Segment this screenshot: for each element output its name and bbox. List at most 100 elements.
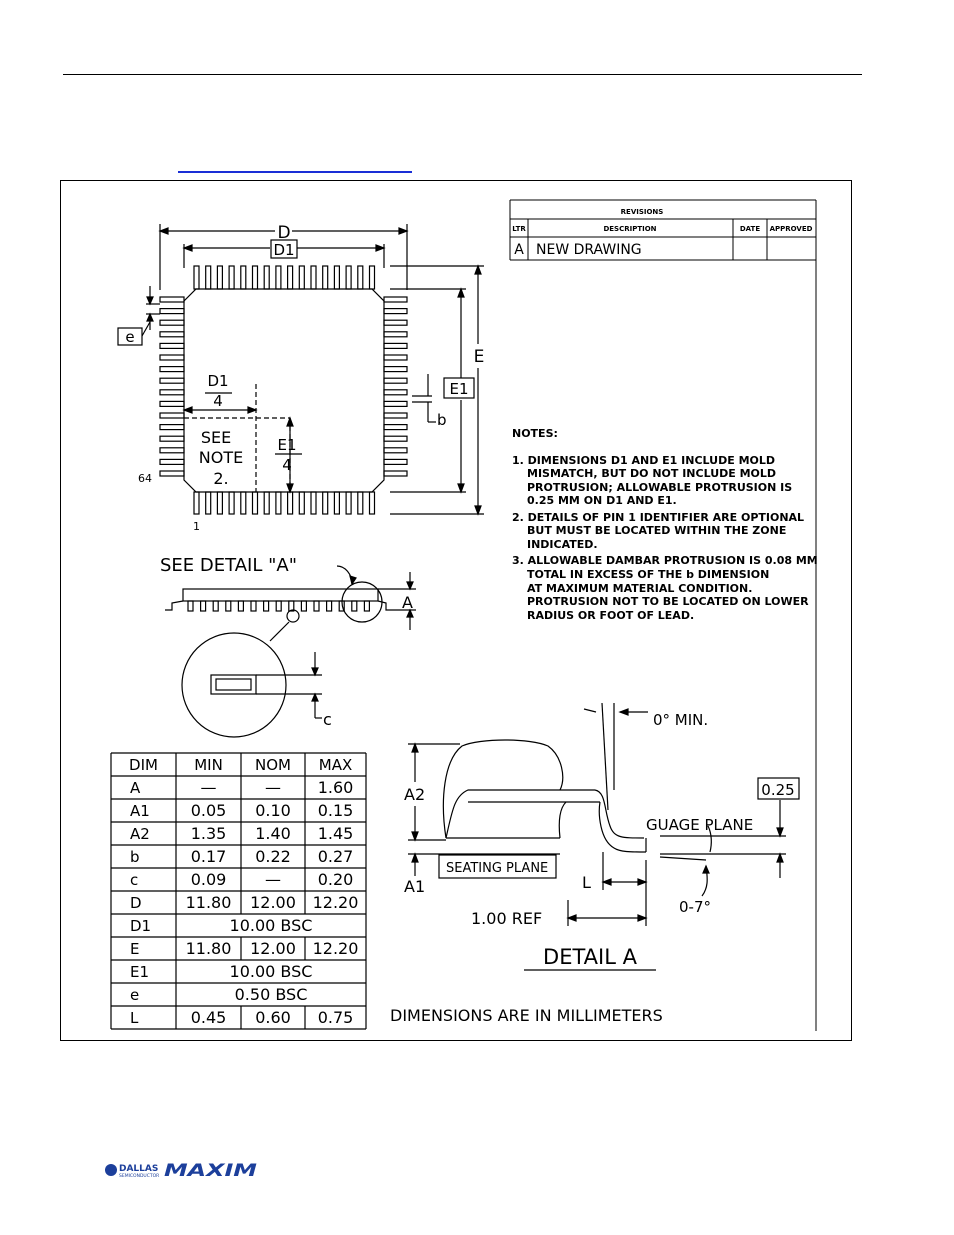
label-A: A bbox=[402, 593, 413, 612]
lead bbox=[193, 265, 200, 290]
note-1-line-3: PROTRUSION; ALLOWABLE PROTRUSION IS bbox=[527, 481, 792, 494]
side-lead bbox=[225, 600, 232, 612]
lead bbox=[159, 458, 185, 465]
note-3-line-1: 3. ALLOWABLE DAMBAR PROTRUSION IS 0.08 M… bbox=[512, 554, 818, 567]
lead bbox=[228, 265, 235, 290]
notes-title: NOTES: bbox=[512, 427, 558, 440]
dim-table-cell: A2 bbox=[130, 825, 150, 843]
lead bbox=[383, 412, 408, 419]
label-b: b bbox=[437, 411, 447, 429]
lead bbox=[383, 470, 408, 477]
label-D: D bbox=[277, 223, 290, 243]
lead bbox=[368, 491, 376, 515]
dim-table-cell: 10.00 BSC bbox=[230, 916, 313, 935]
lead bbox=[383, 354, 408, 361]
lead bbox=[368, 265, 376, 290]
dim-table-header: DIM bbox=[129, 756, 158, 774]
label-d1-quarter-num: D1 bbox=[207, 372, 228, 390]
lead bbox=[383, 296, 408, 303]
lead bbox=[383, 389, 408, 396]
lead bbox=[159, 319, 185, 326]
pin-64-label: 64 bbox=[138, 472, 152, 485]
top-view bbox=[117, 224, 484, 516]
lead bbox=[216, 265, 223, 290]
lead bbox=[287, 265, 294, 290]
rev-row-ltr: A bbox=[514, 242, 524, 258]
side-lead bbox=[263, 600, 270, 612]
label-e: e bbox=[125, 328, 134, 346]
lead bbox=[159, 308, 185, 315]
lead bbox=[333, 491, 340, 515]
lead bbox=[251, 265, 259, 290]
dim-table-cell: 0.22 bbox=[255, 847, 291, 866]
side-lead bbox=[363, 600, 370, 612]
dim-table-cell: 12.20 bbox=[313, 939, 359, 958]
dim-table-cell: 1.60 bbox=[318, 778, 354, 797]
lead bbox=[205, 265, 212, 290]
dim-table-cell: 0.20 bbox=[318, 870, 354, 889]
lead bbox=[159, 435, 185, 442]
lead bbox=[345, 265, 352, 290]
note-1-line-1: 1. DIMENSIONS D1 AND E1 INCLUDE MOLD bbox=[512, 454, 775, 467]
note-3-line-3: AT MAXIMUM MATERIAL CONDITION. bbox=[527, 582, 752, 595]
label-A1: A1 bbox=[404, 877, 425, 896]
lead bbox=[333, 265, 340, 290]
lead bbox=[251, 491, 259, 515]
lead bbox=[383, 366, 408, 373]
lead bbox=[159, 342, 185, 349]
lead bbox=[287, 491, 294, 515]
drawing-frame bbox=[60, 180, 852, 1041]
lead bbox=[159, 412, 185, 419]
rev-header-ltr: LTR bbox=[512, 225, 526, 233]
dim-table-cell: c bbox=[130, 871, 138, 889]
lead bbox=[298, 265, 305, 290]
label-A2: A2 bbox=[404, 785, 425, 804]
dim-table-header: MIN bbox=[194, 756, 223, 774]
lead bbox=[159, 389, 185, 396]
side-lead bbox=[300, 600, 307, 612]
lead bbox=[383, 342, 408, 349]
ref-label: 1.00 REF bbox=[471, 909, 542, 928]
lead bbox=[263, 265, 270, 290]
seating-plane-label: SEATING PLANE bbox=[446, 861, 548, 876]
note-3-line-2: TOTAL IN EXCESS OF THE b DIMENSION bbox=[527, 568, 769, 581]
detail-a bbox=[408, 702, 800, 971]
note-1-line-4: 0.25 MM ON D1 AND E1. bbox=[527, 494, 677, 507]
see-note-line3: 2. bbox=[213, 469, 228, 488]
lead bbox=[240, 265, 247, 290]
dim-table-cell: 0.27 bbox=[318, 847, 354, 866]
dim-table-cell: — bbox=[265, 778, 281, 797]
lead bbox=[383, 435, 408, 442]
note-3-line-5: RADIUS OR FOOT OF LEAD. bbox=[527, 609, 694, 622]
label-D1: D1 bbox=[273, 241, 294, 259]
note-3-line-4: PROTRUSION NOT TO BE LOCATED ON LOWER bbox=[527, 595, 809, 608]
dim-table-cell: 0.05 bbox=[191, 801, 227, 820]
dim-table-cell: 11.80 bbox=[186, 893, 232, 912]
lead bbox=[193, 491, 200, 515]
dim-table-cell: — bbox=[265, 870, 281, 889]
lead bbox=[383, 447, 408, 454]
lead bbox=[205, 491, 212, 515]
dim-table-cell: 0.75 bbox=[318, 1008, 354, 1027]
pin-1-label: 1 bbox=[193, 520, 200, 533]
dim-table-cell: 12.00 bbox=[250, 939, 296, 958]
lead bbox=[357, 491, 364, 515]
lead bbox=[310, 265, 317, 290]
lead bbox=[298, 491, 305, 515]
hyperlink-underline[interactable] bbox=[178, 171, 412, 173]
side-lead bbox=[326, 600, 333, 612]
side-lead bbox=[351, 600, 358, 612]
dim-table-cell: 0.17 bbox=[191, 847, 227, 866]
lead bbox=[383, 319, 408, 326]
dim-table-cell: 0.45 bbox=[191, 1008, 227, 1027]
lead bbox=[159, 354, 185, 361]
dim-table-header: NOM bbox=[255, 756, 291, 774]
angle-range-label: 0-7° bbox=[679, 898, 711, 916]
rev-header-desc: DESCRIPTION bbox=[603, 225, 656, 233]
dim-table-cell: 12.20 bbox=[313, 893, 359, 912]
gauge-value-label: 0.25 bbox=[761, 781, 794, 799]
units-note: DIMENSIONS ARE IN MILLIMETERS bbox=[390, 1006, 663, 1025]
rev-row-desc: NEW DRAWING bbox=[536, 242, 642, 258]
lead bbox=[263, 491, 270, 515]
